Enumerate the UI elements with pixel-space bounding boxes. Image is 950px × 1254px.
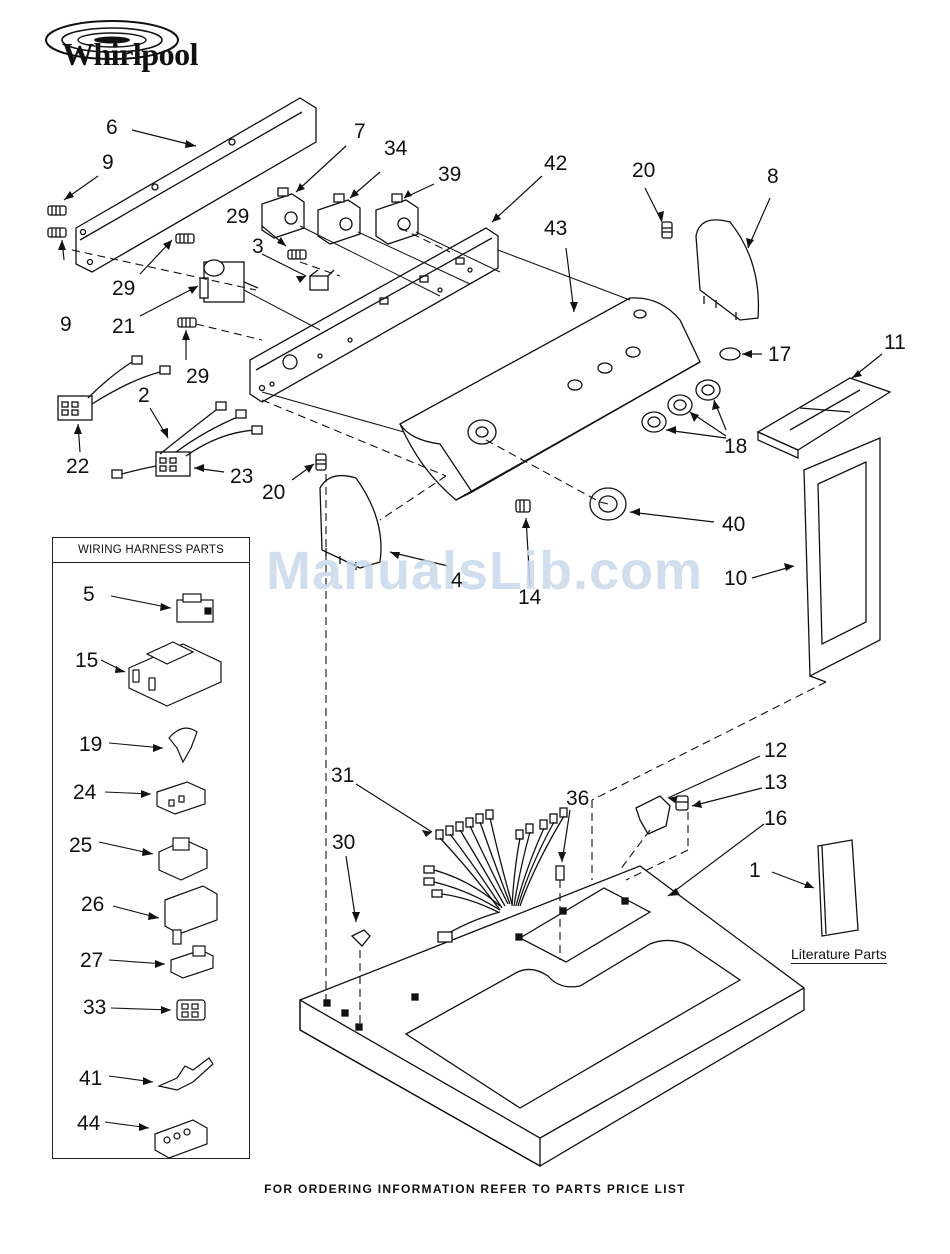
lint-housing-10 <box>804 438 880 682</box>
harness-callout-27: 27 <box>80 950 103 971</box>
wiring-harness-box: WIRING HARNESS PARTS <box>52 537 250 1159</box>
switch-39 <box>376 194 418 244</box>
screw-14 <box>516 500 530 512</box>
screw-9a <box>48 206 66 215</box>
callout-29-mid: 29 <box>186 366 209 387</box>
control-console-43 <box>400 298 700 500</box>
screw-20a <box>662 222 672 238</box>
harness-callout-44: 44 <box>77 1113 100 1134</box>
callout-18: 18 <box>724 436 747 457</box>
harness-callout-24: 24 <box>73 782 96 803</box>
plug-17 <box>720 348 740 360</box>
harness-callout-15: 15 <box>75 650 98 671</box>
screw-29c <box>288 250 306 259</box>
callout-36: 36 <box>566 788 589 809</box>
harness-part-27 <box>171 946 213 978</box>
button-18b <box>668 395 692 415</box>
harness-callout-19: 19 <box>79 734 102 755</box>
harness-part-44 <box>155 1120 207 1158</box>
control-bracket-42 <box>250 228 498 402</box>
switch-34 <box>318 194 360 244</box>
clip-30 <box>352 930 370 946</box>
callout-1: 1 <box>749 860 761 881</box>
callout-42: 42 <box>544 153 567 174</box>
clip-12 <box>636 796 670 834</box>
harness-part-15 <box>129 642 221 706</box>
button-18a <box>696 380 720 400</box>
callout-34: 34 <box>384 138 407 159</box>
harness-callout-33: 33 <box>83 997 106 1018</box>
callout-29-left: 29 <box>112 278 135 299</box>
end-cap-8 <box>696 220 758 320</box>
callout-7: 7 <box>354 121 366 142</box>
harness-part-24 <box>157 782 205 814</box>
harness-callout-26: 26 <box>81 894 104 915</box>
literature-parts-label: Literature Parts <box>791 946 887 964</box>
screw-36 <box>556 866 564 880</box>
callout-40: 40 <box>722 514 745 535</box>
callout-30: 30 <box>332 832 355 853</box>
harness-part-25 <box>159 838 207 880</box>
callout-13: 13 <box>764 772 787 793</box>
callout-9-bottom: 9 <box>60 314 72 335</box>
screw-20b <box>316 454 326 470</box>
callout-9-top: 9 <box>102 152 114 173</box>
harness-callout-25: 25 <box>69 835 92 856</box>
callout-2: 2 <box>138 385 150 406</box>
callout-31: 31 <box>331 765 354 786</box>
screw-29b <box>178 318 196 327</box>
callout-39: 39 <box>438 164 461 185</box>
footer-note: FOR ORDERING INFORMATION REFER TO PARTS … <box>0 1182 950 1196</box>
callout-16: 16 <box>764 808 787 829</box>
callout-21: 21 <box>112 316 135 337</box>
harness-part-26 <box>165 886 217 944</box>
callout-43: 43 <box>544 218 567 239</box>
harness-callout-41: 41 <box>79 1068 102 1089</box>
callout-14: 14 <box>518 587 541 608</box>
harness-part-41 <box>159 1058 213 1090</box>
callout-23: 23 <box>230 466 253 487</box>
screw-29a <box>176 234 194 243</box>
button-18c <box>642 412 666 432</box>
callout-6: 6 <box>106 117 118 138</box>
callout-20-mid: 20 <box>262 482 285 503</box>
callout-8: 8 <box>767 166 779 187</box>
callout-10: 10 <box>724 568 747 589</box>
harness-part-5 <box>177 594 213 622</box>
screw-13 <box>676 796 688 810</box>
watermark: ManualsLib.com <box>266 540 703 602</box>
callout-20-top: 20 <box>632 160 655 181</box>
top-panel-16 <box>300 866 804 1166</box>
callout-12: 12 <box>764 740 787 761</box>
literature-book-1 <box>818 840 858 936</box>
callout-17: 17 <box>768 344 791 365</box>
timer-21 <box>200 260 258 302</box>
callout-11: 11 <box>884 332 906 353</box>
knob-40 <box>590 488 626 520</box>
harness-callout-5: 5 <box>83 584 95 605</box>
callout-4: 4 <box>451 570 463 591</box>
harness-part-19 <box>169 728 197 762</box>
callout-29-top: 29 <box>226 206 249 227</box>
harness-part-33 <box>177 1000 205 1020</box>
screw-9b <box>48 228 66 237</box>
callout-3: 3 <box>252 236 264 257</box>
callout-22: 22 <box>66 456 89 477</box>
